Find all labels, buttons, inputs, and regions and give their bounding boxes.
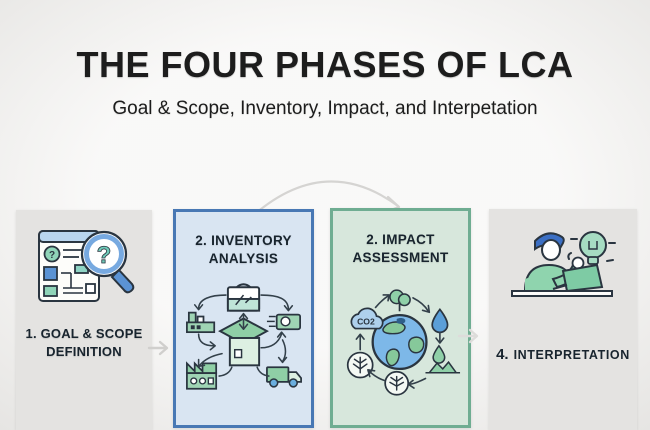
header: THE FOUR PHASES OF LCA Goal & Scope, Inv… xyxy=(0,0,650,120)
panel-goal-scope-definition: ? ? 1. GOAL & SCOPE DEFINITION xyxy=(16,210,152,430)
document-magnifier-icon: ? ? xyxy=(38,230,135,302)
right-arrow-icon xyxy=(147,340,169,356)
earth-cycle-icon: CO2 xyxy=(346,289,460,396)
page-title: THE FOUR PHASES OF LCA xyxy=(76,44,574,85)
person-laptop-idea-icon xyxy=(511,231,616,297)
panel-inventory-analysis: 2. INVENTORY ANALYSIS xyxy=(173,209,314,428)
co2-label: CO2 xyxy=(357,317,375,327)
right-arrow-icon xyxy=(457,328,479,344)
panel-impact-assessment: 2. IMPACT ASSESSMENT CO2 xyxy=(330,208,471,428)
panel-interpretation: 4.INTERPRETATION xyxy=(489,209,637,430)
magnifier-question-glyph: ? xyxy=(97,242,112,269)
interpretation-label: 4.INTERPRETATION xyxy=(496,346,630,363)
doc-question-glyph: ? xyxy=(49,250,55,261)
page-subtitle: Goal & Scope, Inventory, Impact, and Int… xyxy=(112,98,538,119)
goal-scope-label: 1. GOAL & SCOPE DEFINITION xyxy=(25,326,143,359)
impact-title: 2. IMPACT ASSESSMENT xyxy=(352,232,449,265)
lifecycle-flow-icon xyxy=(185,283,302,390)
inventory-title: 2. INVENTORY ANALYSIS xyxy=(195,233,292,266)
